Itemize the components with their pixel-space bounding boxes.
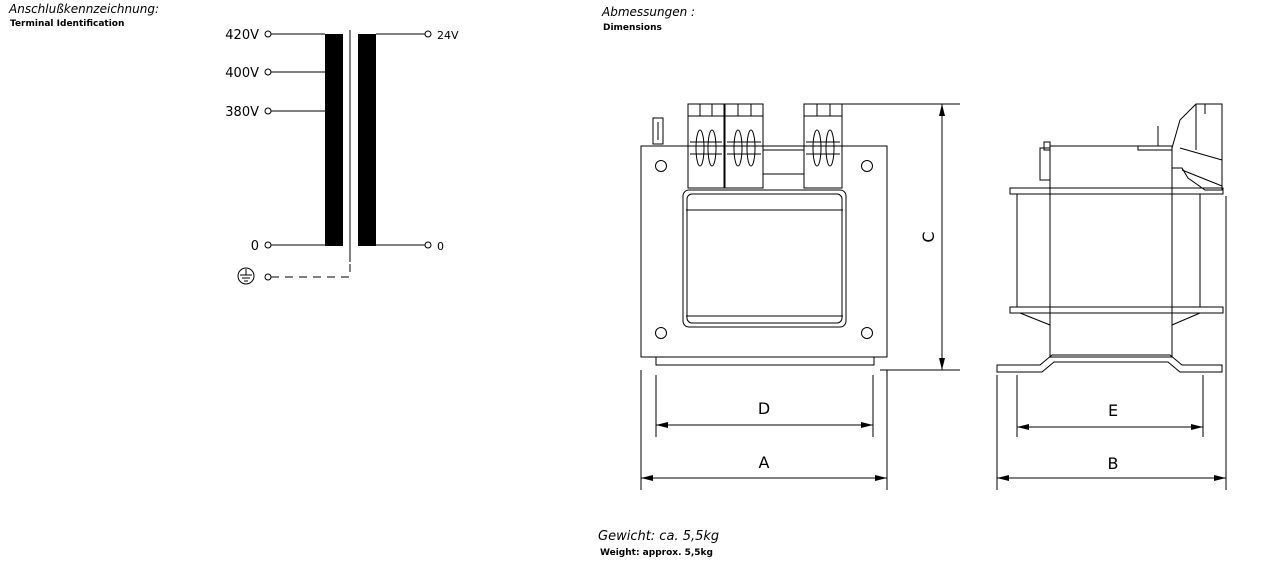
front-earth-tab xyxy=(652,117,664,145)
tap-terminal-380v xyxy=(264,107,272,115)
dim-label-d: D xyxy=(758,399,770,418)
tap-terminal-400v xyxy=(264,68,272,76)
front-core xyxy=(640,145,888,358)
tap-terminal-24v xyxy=(424,30,432,38)
dimensions-subtitle: Dimensions xyxy=(603,23,662,33)
dim-label-e: E xyxy=(1108,401,1118,420)
tap-label-400v: 400V xyxy=(225,66,259,81)
front-mount-hole-tl xyxy=(655,160,667,172)
side-terminal-block xyxy=(1171,103,1223,191)
tap-terminal-0-secondary xyxy=(424,241,432,249)
tap-label-420v: 420V xyxy=(225,28,259,43)
front-view xyxy=(640,103,960,490)
tap-terminal-0-primary xyxy=(264,241,272,249)
front-terminal-blocks xyxy=(687,103,843,189)
front-core-window xyxy=(682,189,847,328)
tap-label-380v: 380V xyxy=(225,105,259,120)
dimensions-title: Abmessungen : xyxy=(602,5,696,19)
tap-labels: 420V 400V 380V 0 24V 0 xyxy=(225,28,459,254)
front-mount-hole-tr xyxy=(861,160,873,172)
front-base-bracket xyxy=(655,356,875,366)
tap-label-0-primary: 0 xyxy=(251,239,259,254)
primary-winding xyxy=(325,34,343,246)
side-mount-foot xyxy=(996,354,1223,373)
weight-title: Gewicht: ca. 5,5kg xyxy=(598,529,720,544)
front-mount-hole-br xyxy=(861,327,873,339)
dim-label-b: B xyxy=(1108,454,1119,473)
secondary-winding xyxy=(358,34,376,246)
weight-subtitle: Weight: approx. 5,5kg xyxy=(600,548,713,558)
tap-label-24v: 24V xyxy=(437,29,459,42)
protective-earth-icon xyxy=(237,267,255,285)
dim-label-c: C xyxy=(919,231,938,242)
tap-label-0-secondary: 0 xyxy=(437,240,444,253)
side-view xyxy=(996,103,1227,490)
front-mount-hole-bl xyxy=(655,327,667,339)
earth-dashed-line xyxy=(271,264,351,278)
tap-terminal-earth xyxy=(264,273,272,281)
tap-terminal-420v xyxy=(264,30,272,38)
dim-label-a: A xyxy=(759,453,770,472)
dimension-labels: D A E B C xyxy=(758,231,1119,473)
terminal-title: Anschlußkennzeichnung: xyxy=(9,2,160,16)
terminal-subtitle: Terminal Identification xyxy=(10,19,125,29)
transformer-schematic xyxy=(237,30,432,285)
side-core xyxy=(1049,145,1173,358)
